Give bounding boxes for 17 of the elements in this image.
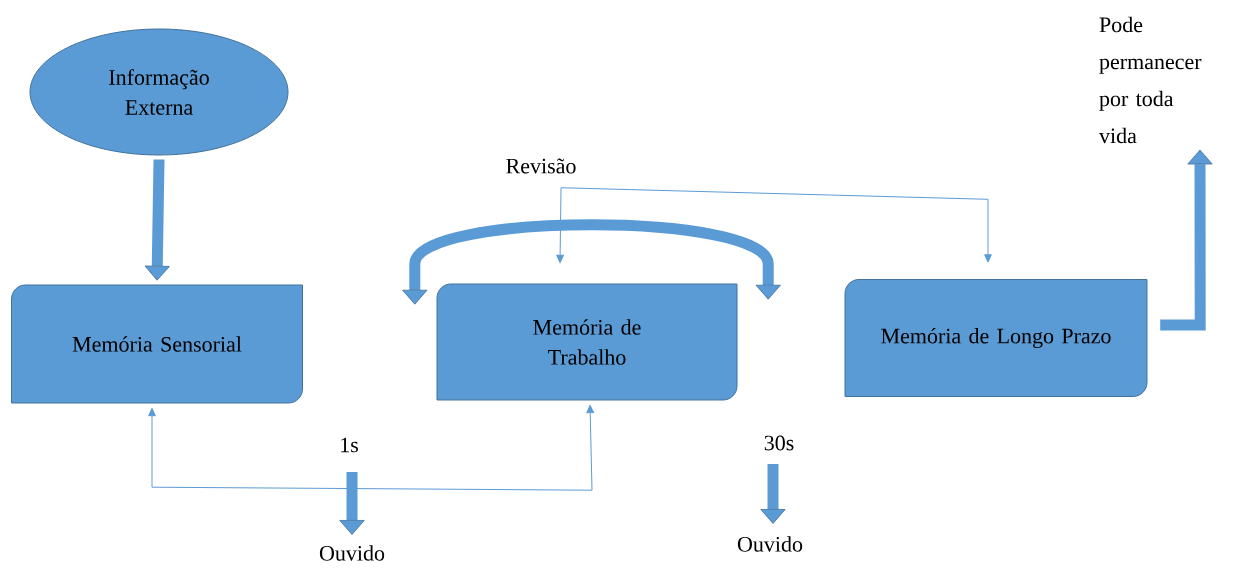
process-box: Memória Sensorial — [11, 284, 303, 404]
node-text: Revisão — [506, 158, 576, 174]
node-text: Ouvido — [319, 545, 385, 561]
ellipse-node: Informação Externa — [29, 28, 289, 156]
node-text: Ouvido — [737, 536, 803, 552]
block-arrow — [144, 159, 170, 281]
block-arrow — [760, 464, 786, 524]
process-box: Memória de Longo Prazo — [844, 279, 1148, 397]
note-text: Pode permanecer por toda vida — [1099, 16, 1202, 144]
time-label: 1s — [341, 437, 358, 453]
connector-arrow — [148, 404, 595, 491]
time-label: 30s — [764, 435, 794, 451]
curved-block-arrow — [402, 219, 781, 305]
connector-arrow — [556, 187, 564, 264]
process-box: Memória de Trabalho — [436, 283, 738, 401]
block-arrow — [339, 472, 365, 535]
connector-arrow — [560, 187, 992, 263]
